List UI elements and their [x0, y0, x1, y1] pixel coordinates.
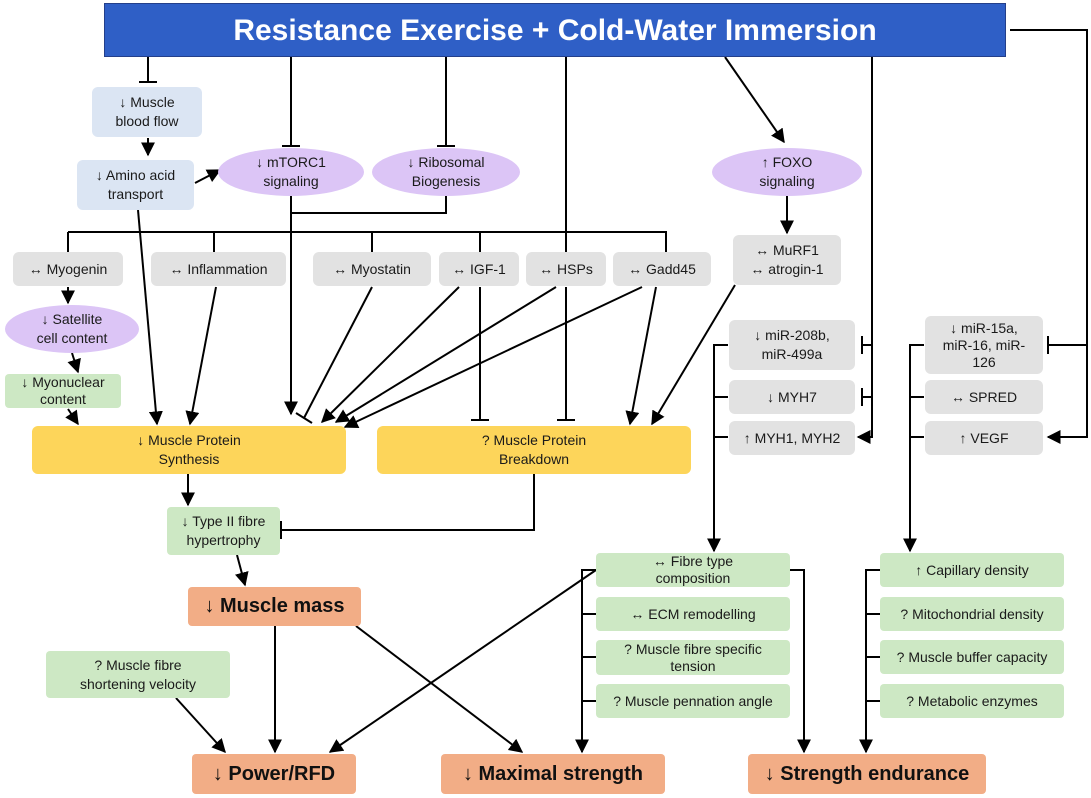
node-ecm-remodelling: ↔ ECM remodelling: [596, 597, 790, 631]
node-type-ii-fibre-hypertrophy: ↓ Type II fibre hypertrophy: [167, 507, 280, 555]
node-myogenin: ↔ Myogenin: [13, 252, 123, 286]
node-muscle-fibre-specific-tension: ? Muscle fibre specific tension: [596, 640, 790, 675]
node-fibre-type-composition: ↔ Fibre type composition: [596, 553, 790, 587]
node-myostatin: ↔ Myostatin: [313, 252, 431, 286]
node-power-rfd: ↓ Power/RFD: [192, 754, 356, 794]
node-mir-208b-499a: ↓ miR-208b, miR-499a: [729, 320, 855, 370]
node-gadd45: ↔ Gadd45: [613, 252, 711, 286]
node-myonuclear-content: ↓ Myonuclear content: [5, 374, 121, 408]
node-muscle-protein-breakdown: ? Muscle Protein Breakdown: [377, 426, 691, 474]
node-murf1-atrogin: ↔ MuRF1 ↔ atrogin-1: [733, 235, 841, 285]
node-spred: ↔ SPRED: [925, 380, 1043, 414]
node-vegf: ↑ VEGF: [925, 421, 1043, 455]
node-mtorc1-signaling: ↓ mTORC1 signaling: [218, 148, 364, 196]
node-foxo-signaling: ↑ FOXO signaling: [712, 148, 862, 196]
diagram-title: Resistance Exercise + Cold-Water Immersi…: [104, 3, 1006, 57]
node-satellite-cell-content: ↓ Satellite cell content: [5, 305, 139, 353]
node-amino-acid-transport: ↓ Amino acid transport: [77, 160, 194, 210]
node-muscle-protein-synthesis: ↓ Muscle Protein Synthesis: [32, 426, 346, 474]
node-muscle-blood-flow: ↓ Muscle blood flow: [92, 87, 202, 137]
node-inflammation: ↔ Inflammation: [151, 252, 286, 286]
node-igf-1: ↔ IGF-1: [439, 252, 519, 286]
node-mir-15a-16-126: ↓ miR-15a, miR-16, miR- 126: [925, 316, 1043, 374]
node-muscle-buffer-capacity: ? Muscle buffer capacity: [880, 640, 1064, 674]
node-myh7: ↓ MYH7: [729, 380, 855, 414]
node-maximal-strength: ↓ Maximal strength: [441, 754, 665, 794]
node-ribosomal-biogenesis: ↓ Ribosomal Biogenesis: [372, 148, 520, 196]
node-mitochondrial-density: ? Mitochondrial density: [880, 597, 1064, 631]
node-shortening-velocity: ? Muscle fibre shortening velocity: [46, 651, 230, 698]
node-strength-endurance: ↓ Strength endurance: [748, 754, 986, 794]
node-muscle-pennation-angle: ? Muscle pennation angle: [596, 684, 790, 718]
node-hsps: ↔ HSPs: [526, 252, 606, 286]
node-metabolic-enzymes: ? Metabolic enzymes: [880, 684, 1064, 718]
node-capillary-density: ↑ Capillary density: [880, 553, 1064, 587]
node-muscle-mass: ↓ Muscle mass: [188, 587, 361, 626]
node-myh1-myh2: ↑ MYH1, MYH2: [729, 421, 855, 455]
